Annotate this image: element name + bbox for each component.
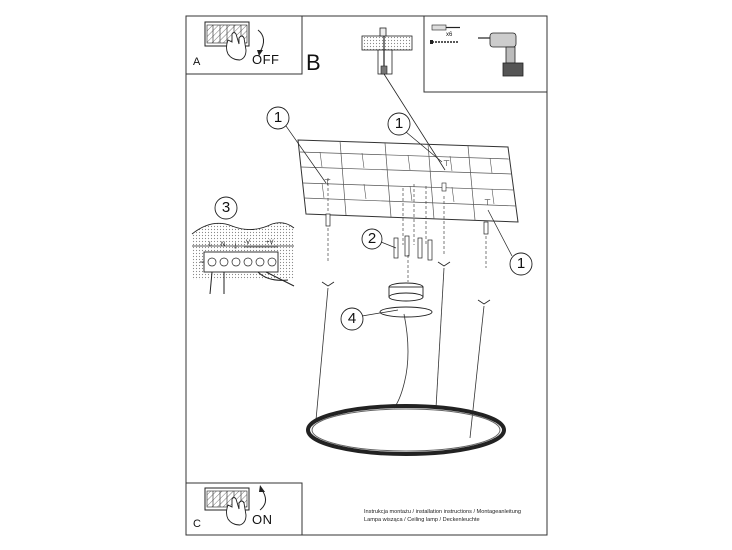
panel-a-state-off: OFF xyxy=(252,52,280,67)
screw-icon xyxy=(430,40,458,44)
terminal-label-ground: ⏚ xyxy=(232,243,239,250)
terminal-label-n: N xyxy=(221,242,226,248)
panel-b-letter: B xyxy=(306,50,321,75)
ceiling-fixing-detail xyxy=(361,27,413,75)
panel-a-letter: A xyxy=(193,56,201,68)
panel-a-switch-off xyxy=(185,15,303,75)
wall-plug-icon xyxy=(431,24,460,31)
suspension-hooks xyxy=(321,261,491,305)
panel-c-switch-on xyxy=(185,482,303,536)
footer-instructions: Instrukcja montażu / installation instru… xyxy=(364,509,522,515)
drill-icon xyxy=(478,32,524,77)
ceiling-grid xyxy=(297,139,519,223)
callout-leaders xyxy=(285,125,513,317)
curved-arrow-down-icon xyxy=(257,29,264,53)
panel-c-letter: C xyxy=(193,518,201,530)
plate-screws xyxy=(393,235,433,261)
callout-terminal-block: 3 xyxy=(221,199,231,216)
terminal-label-l: L xyxy=(209,242,213,248)
tools-panel xyxy=(423,15,548,93)
callout-screw-anchor-top: 1 xyxy=(394,115,404,132)
terminal-screws xyxy=(207,257,277,267)
panel-c-state-on: ON xyxy=(252,512,273,527)
page-frame xyxy=(185,15,548,536)
ceiling-anchor-points: ⊤ ⊤ ⊤ xyxy=(324,159,491,245)
footer-product: Lampa wisząca / Ceiling lamp / Deckenleu… xyxy=(364,516,480,523)
terminal-label-plus-v: +V xyxy=(266,240,274,246)
suspension-cables xyxy=(315,267,485,439)
hand-icon xyxy=(226,32,247,61)
ring-luminaire xyxy=(306,404,506,456)
callout-screw-anchor-left: 1 xyxy=(273,109,283,126)
wall-plugs xyxy=(325,178,489,268)
callout-ceiling-plate-screws: 2 xyxy=(367,230,377,247)
footer-caption: Instrukcja montażu / installation instru… xyxy=(364,509,544,524)
terminal-label-minus-v: -V xyxy=(244,240,250,246)
callout-circles xyxy=(214,106,533,331)
terminal-block-detail xyxy=(191,222,295,295)
svg-text:⊤: ⊤ xyxy=(484,198,491,207)
svg-text:⊤: ⊤ xyxy=(443,159,450,168)
svg-text:⊤: ⊤ xyxy=(324,178,331,187)
callout-screw-anchor-right: 1 xyxy=(516,255,526,272)
canopy xyxy=(379,255,433,318)
callout-canopy: 4 xyxy=(347,310,357,327)
fixing-count: x6 xyxy=(446,32,453,38)
hand-icon xyxy=(226,497,247,526)
